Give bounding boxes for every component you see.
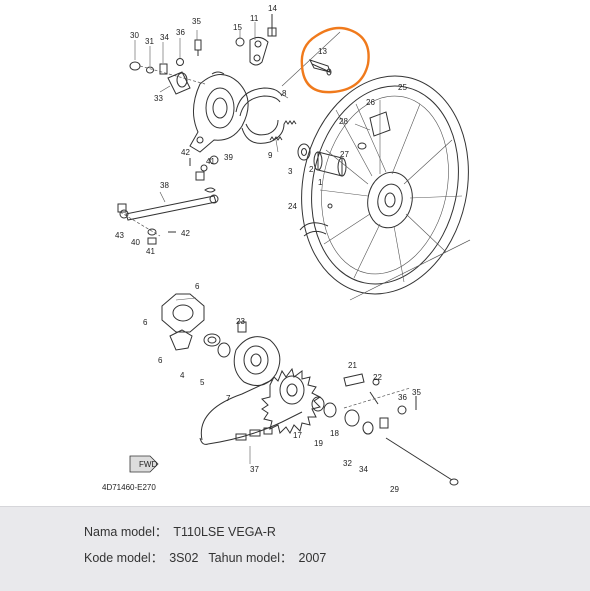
callout-18: 18	[330, 429, 339, 438]
callout-19: 19	[314, 439, 323, 448]
cush-drive-damper	[161, 293, 205, 351]
callout-39: 39	[224, 153, 233, 162]
torque-rod	[119, 191, 219, 221]
callout-6-bottom: 6	[158, 356, 163, 365]
callout-41-lower: 41	[146, 247, 155, 256]
callout-40: 40	[131, 238, 140, 247]
model-name-label: Nama model：	[84, 525, 168, 539]
model-name-row: Nama model： T110LSE VEGA-R	[84, 521, 276, 540]
model-code-row: Kode model： 3S02 Tahun model： 2007	[84, 547, 326, 566]
brake-hardware-group	[129, 30, 206, 85]
callout-9: 9	[268, 151, 273, 160]
callout-24: 24	[288, 202, 297, 211]
fwd-badge: FWD	[129, 455, 159, 473]
callout-14: 14	[268, 4, 277, 13]
callout-36-lower: 36	[398, 393, 407, 402]
brake-shoes	[235, 87, 289, 144]
callout-25: 25	[398, 83, 407, 92]
callout-34: 34	[160, 33, 169, 42]
callout-3: 3	[288, 167, 293, 176]
brake-plate	[189, 71, 249, 153]
model-info-panel: Nama model： T110LSE VEGA-R Kode model： 3S0…	[0, 506, 590, 591]
callout-11: 11	[250, 14, 259, 23]
callout-35: 35	[192, 17, 201, 26]
callout-41: 41	[206, 157, 215, 166]
brake-arm-hardware	[189, 155, 219, 193]
brake-lever-group	[235, 14, 277, 66]
torque-rod-hardware	[117, 203, 176, 245]
callout-7: 7	[226, 394, 231, 403]
sprocket-hub	[203, 321, 281, 387]
callout-5: 5	[200, 378, 205, 387]
valve-13	[309, 59, 332, 76]
diagram-code: 4D71460-E270	[102, 483, 156, 492]
rear-wheel	[299, 75, 469, 295]
callout-17: 17	[293, 431, 302, 440]
callout-31: 31	[145, 37, 154, 46]
brake-springs	[269, 120, 297, 153]
callout-38: 38	[160, 181, 169, 190]
callout-30: 30	[130, 31, 139, 40]
callout-15: 15	[233, 23, 242, 32]
callout-37: 37	[250, 465, 259, 474]
callout-23: 23	[236, 317, 245, 326]
callout-36: 36	[176, 28, 185, 37]
year-label: Tahun model：	[208, 551, 293, 565]
callout-6-top: 6	[195, 282, 200, 291]
callout-42-lower: 42	[181, 229, 190, 238]
drive-chain	[199, 379, 303, 464]
rear-sprocket	[261, 367, 321, 434]
callout-6-left: 6	[143, 318, 148, 327]
callout-34-lower: 34	[359, 465, 368, 474]
diagram-svg: FWD 4D71460-E270 35 14 11 30 31 36 34 15…	[102, 4, 471, 494]
model-code-value: 3S02	[169, 551, 199, 565]
callout-32: 32	[343, 459, 352, 468]
year-value: 2007	[298, 551, 327, 565]
spacer-33	[159, 71, 191, 95]
callout-42: 42	[181, 148, 190, 157]
callout-22: 22	[373, 373, 382, 382]
model-code-label: Kode model：	[84, 551, 164, 565]
exploded-parts-diagram: FWD 4D71460-E270 35 14 11 30 31 36 34 15…	[102, 4, 471, 494]
callout-28: 28	[339, 117, 348, 126]
callout-33: 33	[154, 94, 163, 103]
callout-26: 26	[366, 98, 375, 107]
hub-damper-parts	[354, 111, 391, 150]
callout-8: 8	[282, 89, 287, 98]
callout-35-lower: 35	[412, 388, 421, 397]
chain-adjuster	[343, 373, 380, 405]
callout-labels: 35 14 11 30 31 36 34 15 13 33 8 26 25 28…	[115, 4, 421, 494]
callout-1: 1	[318, 178, 323, 187]
callout-2: 2	[309, 165, 314, 174]
callout-29: 29	[390, 485, 399, 494]
fwd-text: FWD	[139, 460, 157, 469]
callout-27: 27	[340, 150, 349, 159]
rear-axle-parts	[311, 387, 459, 486]
callout-4: 4	[180, 371, 185, 380]
callout-21: 21	[348, 361, 357, 370]
model-name-value: T110LSE VEGA-R	[173, 525, 276, 539]
highlight-circle	[300, 26, 370, 94]
callout-13: 13	[318, 47, 327, 56]
wheel-spacer	[297, 143, 347, 177]
callout-43: 43	[115, 231, 124, 240]
